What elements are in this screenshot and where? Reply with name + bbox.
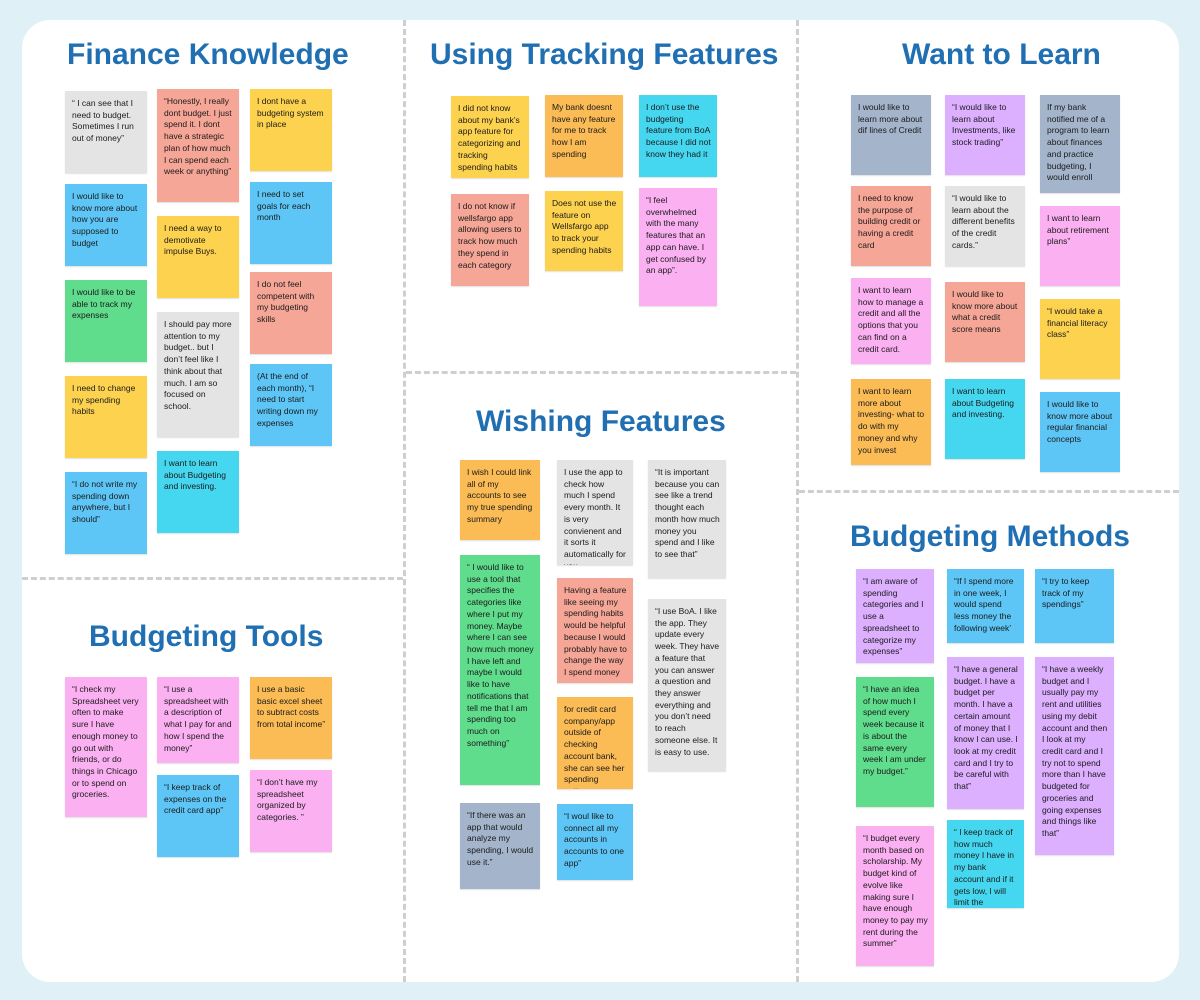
sticky-note[interactable]: I would like to learn more about dif lin… <box>851 95 931 175</box>
sticky-note[interactable]: “ I can see that I need to budget. Somet… <box>65 91 147 173</box>
sticky-note[interactable]: for credit card company/app outside of c… <box>557 697 633 789</box>
sticky-note[interactable]: “I feel overwhelmed with the many featur… <box>639 188 717 306</box>
sticky-note[interactable]: I want to learn more about investing- wh… <box>851 379 931 465</box>
column-divider-left <box>403 20 406 982</box>
sticky-note[interactable]: “I have a weekly budget and I usually pa… <box>1035 657 1114 855</box>
sticky-note[interactable]: I do not feel competent with my budgetin… <box>250 272 332 354</box>
sticky-note[interactable]: “I am aware of spending categories and I… <box>856 569 934 663</box>
sticky-note[interactable]: My bank doesnt have any feature for me t… <box>545 95 623 177</box>
sticky-note[interactable]: I use the app to check how much I spend … <box>557 460 633 565</box>
section-title-finance-knowledge: Finance Knowledge <box>67 38 349 71</box>
sticky-note[interactable]: “I check my Spreadsheet very often to ma… <box>65 677 147 817</box>
sticky-note[interactable]: “I use a spreadsheet with a description … <box>157 677 239 763</box>
sticky-note[interactable]: I would like to know more about how you … <box>65 184 147 266</box>
sticky-note[interactable]: I did not know about my bank’s app featu… <box>451 96 529 178</box>
sticky-note[interactable]: I would like to be able to track my expe… <box>65 280 147 362</box>
sticky-note[interactable]: “If there was an app that would analyze … <box>460 803 540 889</box>
sticky-note[interactable]: “I would like to learn about the differe… <box>945 186 1025 266</box>
sticky-note[interactable]: I need to know the purpose of building c… <box>851 186 931 266</box>
sticky-note[interactable]: “I do not write my spending down anywher… <box>65 472 147 554</box>
sticky-note[interactable]: “I budget every month based on scholarsh… <box>856 826 934 966</box>
sticky-note[interactable]: I use a basic basic excel sheet to subtr… <box>250 677 332 759</box>
row-divider-left <box>22 577 403 580</box>
section-title-budgeting-tools: Budgeting Tools <box>89 620 324 653</box>
sticky-note[interactable]: “ I would like to use a tool that specif… <box>460 555 540 785</box>
section-title-budgeting-methods: Budgeting Methods <box>850 520 1130 553</box>
column-divider-right <box>796 20 799 982</box>
sticky-note[interactable]: I need a way to demotivate impulse Buys. <box>157 216 239 298</box>
sticky-note[interactable]: Having a feature like seeing my spending… <box>557 578 633 683</box>
section-title-using-tracking-features: Using Tracking Features <box>430 38 779 71</box>
whiteboard: Finance Knowledge Using Tracking Feature… <box>22 20 1179 982</box>
sticky-note[interactable]: I would like to know more about what a c… <box>945 282 1025 362</box>
sticky-note[interactable]: “I have an idea of how much I spend ever… <box>856 677 934 807</box>
sticky-note[interactable]: “I have a general budget. I have a budge… <box>947 657 1024 809</box>
sticky-note[interactable]: I would like to know more about regular … <box>1040 392 1120 472</box>
sticky-note[interactable]: “Honestly, I really dont budget. I just … <box>157 89 239 202</box>
sticky-note[interactable]: I dont have a budgeting system in place <box>250 89 332 171</box>
sticky-note[interactable]: I do not know if wellsfargo app allowing… <box>451 194 529 286</box>
section-title-wishing-features: Wishing Features <box>476 405 726 438</box>
sticky-note[interactable]: Does not use the feature on Wellsfargo a… <box>545 191 623 271</box>
sticky-note[interactable]: “It is important because you can see lik… <box>648 460 726 578</box>
sticky-note[interactable]: “I try to keep track of my spendings” <box>1035 569 1114 643</box>
row-divider-right <box>799 490 1179 493</box>
sticky-note[interactable]: “I woul like to connect all my accounts … <box>557 804 633 880</box>
sticky-note[interactable]: I want to learn about Budgeting and inve… <box>157 451 239 533</box>
sticky-note[interactable]: If my bank notified me of a program to l… <box>1040 95 1120 193</box>
sticky-note[interactable]: “I would like to learn about Investments… <box>945 95 1025 175</box>
sticky-note[interactable]: “If I spend more in one week, I would sp… <box>947 569 1024 643</box>
sticky-note[interactable]: “I keep track of expenses on the credit … <box>157 775 239 857</box>
sticky-note[interactable]: I don’t use the budgeting feature from B… <box>639 95 717 177</box>
sticky-note[interactable]: I should pay more attention to my budget… <box>157 312 239 437</box>
sticky-note[interactable]: I wish I could link all of my accounts t… <box>460 460 540 540</box>
sticky-note[interactable]: I need to set goals for each month <box>250 182 332 264</box>
sticky-note[interactable]: (At the end of each month), “I need to s… <box>250 364 332 446</box>
sticky-note[interactable]: I want to learn how to manage a credit a… <box>851 278 931 364</box>
sticky-note[interactable]: “I use BoA. I like the app. They update … <box>648 599 726 771</box>
sticky-note[interactable]: “I would take a financial literacy class… <box>1040 299 1120 379</box>
sticky-note[interactable]: “I don’t have my spreadsheet organized b… <box>250 770 332 852</box>
sticky-note[interactable]: I want to learn about retirement plans” <box>1040 206 1120 286</box>
row-divider-middle <box>406 371 796 374</box>
sticky-note[interactable]: “ I keep track of how much money I have … <box>947 820 1024 908</box>
sticky-note[interactable]: I need to change my spending habits <box>65 376 147 458</box>
sticky-note[interactable]: I want to learn about Budgeting and inve… <box>945 379 1025 459</box>
section-title-want-to-learn: Want to Learn <box>902 38 1101 71</box>
